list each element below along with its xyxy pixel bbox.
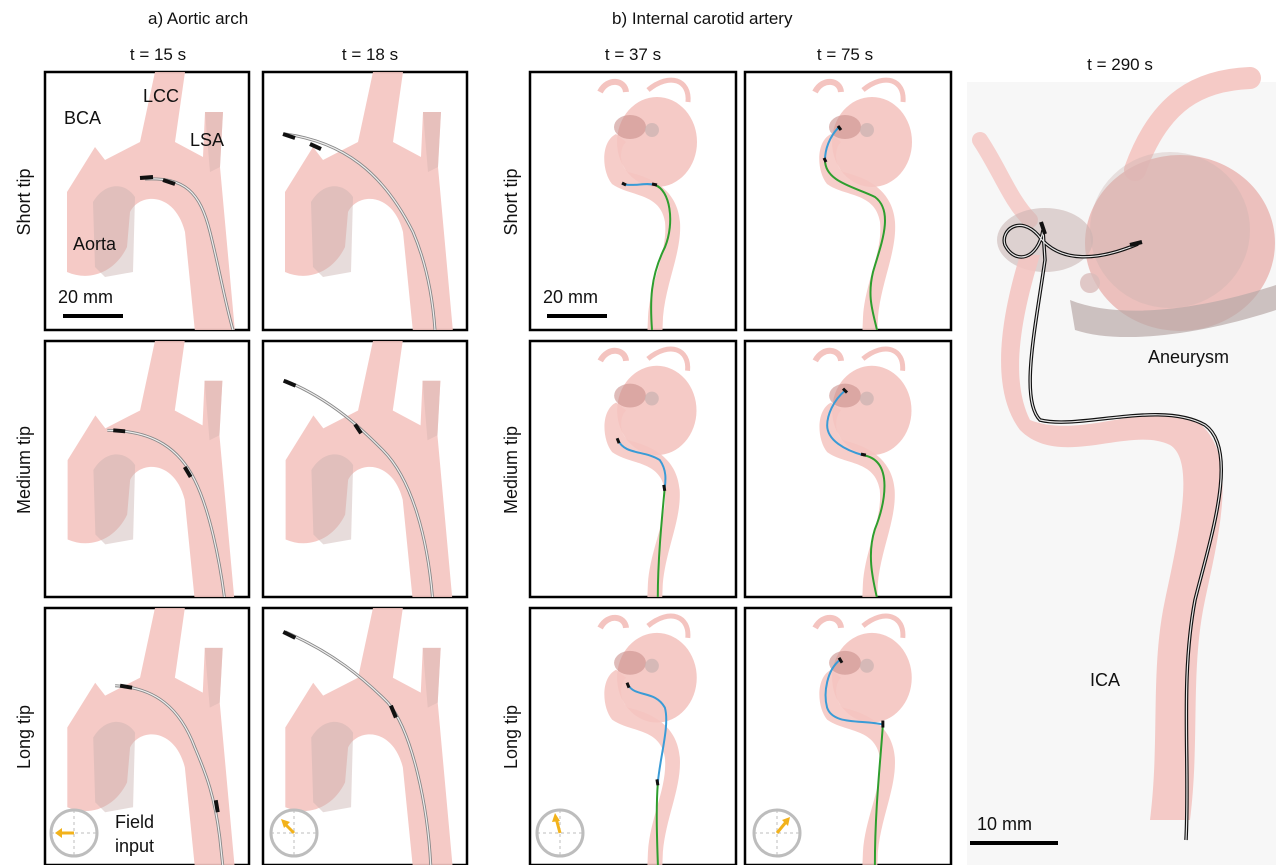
section-title-aortic: a) Aortic arch (148, 9, 248, 28)
field-input-label-2: input (115, 836, 154, 856)
row-label-short-mid: Short tip (501, 168, 521, 235)
label-ica: ICA (1090, 670, 1120, 690)
field-input-indicator-1 (51, 810, 97, 856)
time-label-18s: t = 18 s (342, 45, 398, 64)
label-lcc: LCC (143, 86, 179, 106)
time-label-75s: t = 75 s (817, 45, 873, 64)
row-label-short-left: Short tip (14, 168, 34, 235)
row-label-medium-mid: Medium tip (501, 426, 521, 514)
panel-aortic-medium-15s (45, 341, 249, 599)
label-aorta: Aorta (73, 234, 117, 254)
panel-aortic-medium-18s (263, 341, 467, 599)
row-label-long-left: Long tip (14, 705, 34, 769)
row-label-medium-left: Medium tip (14, 426, 34, 514)
panel-carotid-long-37s (530, 608, 736, 865)
scale-bar-aortic-label: 20 mm (58, 287, 113, 307)
field-input-indicator-2 (271, 810, 317, 856)
panel-carotid-short-37s: 20 mm (530, 72, 736, 342)
panel-carotid-short-75s (745, 72, 951, 342)
scale-bar-closeup-label: 10 mm (977, 814, 1032, 834)
panel-carotid-medium-75s (745, 341, 951, 609)
field-input-label-1: Field (115, 812, 154, 832)
label-bca: BCA (64, 108, 101, 128)
panel-aortic-short-15s: BCA LCC LSA Aorta 20 mm (45, 72, 249, 332)
panel-aortic-long-15s: Field input (45, 608, 249, 865)
time-label-37s: t = 37 s (605, 45, 661, 64)
panel-aortic-long-18s (263, 608, 467, 865)
label-lsa: LSA (190, 130, 224, 150)
row-label-long-mid: Long tip (501, 705, 521, 769)
panel-aortic-short-18s (263, 72, 467, 332)
panel-carotid-long-75s (745, 608, 951, 865)
panel-closeup-290s: Aneurysm ICA 10 mm (967, 78, 1276, 865)
field-input-indicator-4 (754, 810, 800, 856)
section-title-carotid: b) Internal carotid artery (612, 9, 793, 28)
label-aneurysm: Aneurysm (1148, 347, 1229, 367)
time-label-15s: t = 15 s (130, 45, 186, 64)
time-label-290s: t = 290 s (1087, 55, 1153, 74)
field-input-indicator-3 (537, 810, 583, 856)
scale-bar-carotid-label: 20 mm (543, 287, 598, 307)
panel-carotid-medium-37s (530, 341, 736, 609)
